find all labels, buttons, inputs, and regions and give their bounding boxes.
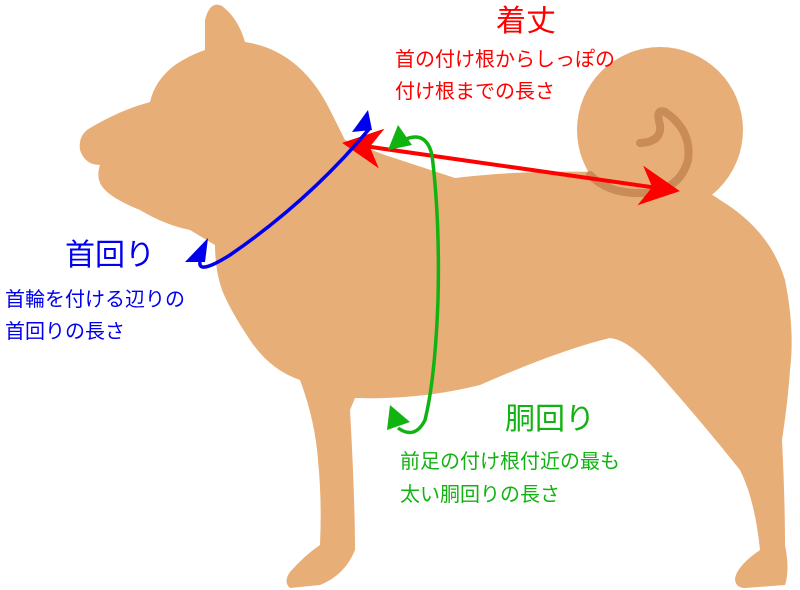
neck-description-line1: 首輪を付ける辺りの [5, 287, 185, 311]
neck-title: 首回り [65, 238, 155, 273]
length-title: 着丈 [496, 4, 556, 39]
chest-description-line2: 太い胴回りの長さ [400, 482, 560, 506]
length-arrow [342, 128, 680, 206]
neck-description-line2: 首回りの長さ [5, 319, 125, 343]
chest-description-line1: 前足の付け根付近の最も [400, 449, 620, 473]
chest-arrow [387, 125, 441, 435]
length-description-line2: 付け根までの長さ [395, 79, 555, 103]
chest-title: 胴回り [505, 402, 595, 437]
length-description-line1: 首の付け根からしっぽの [395, 47, 615, 71]
neck-arrow [185, 110, 372, 269]
